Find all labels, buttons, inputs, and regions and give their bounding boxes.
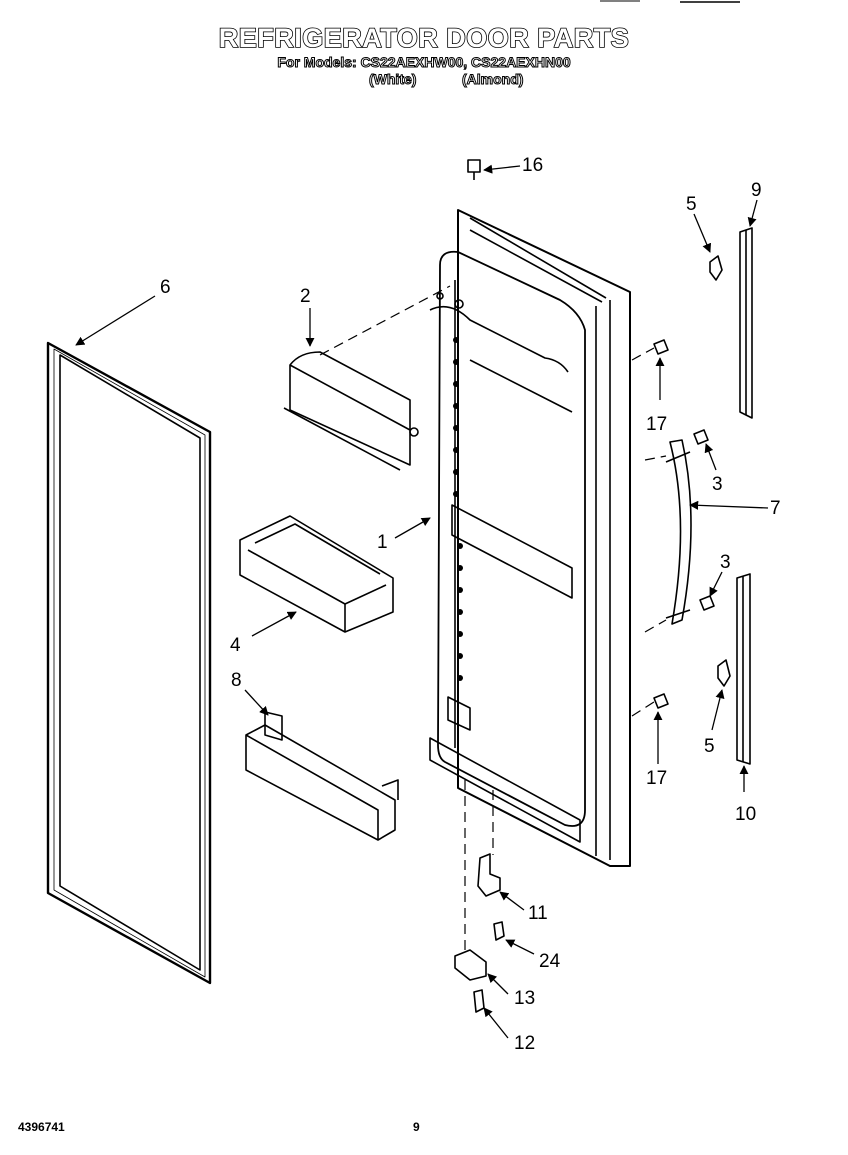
callout-7: 7 <box>770 498 781 519</box>
screw-12 <box>473 989 485 1013</box>
hinge-bracket-part <box>454 949 487 981</box>
top-edge-marks <box>600 0 740 3</box>
callout-4: 4 <box>230 635 241 656</box>
callout-11: 11 <box>528 903 548 924</box>
callout-17-top: 17 <box>646 414 667 435</box>
callout-16: 16 <box>522 155 543 176</box>
liner-shelf-holes <box>453 337 463 681</box>
callout-13: 13 <box>514 988 535 1009</box>
bottom-trim-part <box>736 573 751 765</box>
page-title: REFRIGERATOR DOOR PARTS <box>218 22 630 54</box>
callout-8: 8 <box>231 670 242 691</box>
top-trim-part <box>739 227 753 419</box>
callout-1: 1 <box>377 532 388 553</box>
callout-5-top: 5 <box>686 194 697 215</box>
page-number: 9 <box>413 1120 420 1134</box>
door-shelf-part <box>245 711 399 841</box>
diagram-header: REFRIGERATOR DOOR PARTS For Models: CS22… <box>0 22 848 89</box>
model-variants: (White) (Almond) <box>0 71 848 89</box>
callout-17-bottom: 17 <box>646 768 667 789</box>
trim-clip-top <box>709 255 723 281</box>
screw-3-top <box>693 429 709 445</box>
callout-labels: 6 2 1 4 8 16 5 9 17 3 7 3 5 17 10 11 24 … <box>160 155 781 1054</box>
callout-6: 6 <box>160 277 171 298</box>
callout-3-bottom: 3 <box>720 552 731 573</box>
screw-24 <box>493 921 505 941</box>
alignment-dashes <box>319 285 667 955</box>
variant-almond: (Almond) <box>461 71 524 88</box>
model-numbers: For Models: CS22AEXHW00, CS22AEXHN00 <box>277 54 571 71</box>
door-bin-part <box>239 515 394 633</box>
callout-3-top: 3 <box>712 474 723 495</box>
door-handle-part <box>665 439 692 625</box>
callout-24: 24 <box>539 951 561 972</box>
callout-5-bottom: 5 <box>704 736 715 757</box>
door-gasket-part <box>46 341 212 985</box>
variant-white: (White) <box>368 71 417 88</box>
screw-3-bottom <box>699 595 715 611</box>
callout-10: 10 <box>735 804 756 825</box>
hinge-pin-plug <box>467 159 481 180</box>
trim-clip-bottom <box>717 659 731 687</box>
screw-17-top <box>653 339 669 355</box>
hinge-pin-part <box>477 853 501 897</box>
callout-2: 2 <box>300 286 311 307</box>
document-code: 4396741 <box>18 1120 65 1134</box>
callout-leaders <box>75 164 769 1039</box>
door-liner-part <box>429 209 631 867</box>
dairy-door-part <box>283 351 419 471</box>
screw-17-bottom <box>653 693 669 709</box>
callout-9: 9 <box>751 180 762 201</box>
callout-12: 12 <box>514 1033 535 1054</box>
